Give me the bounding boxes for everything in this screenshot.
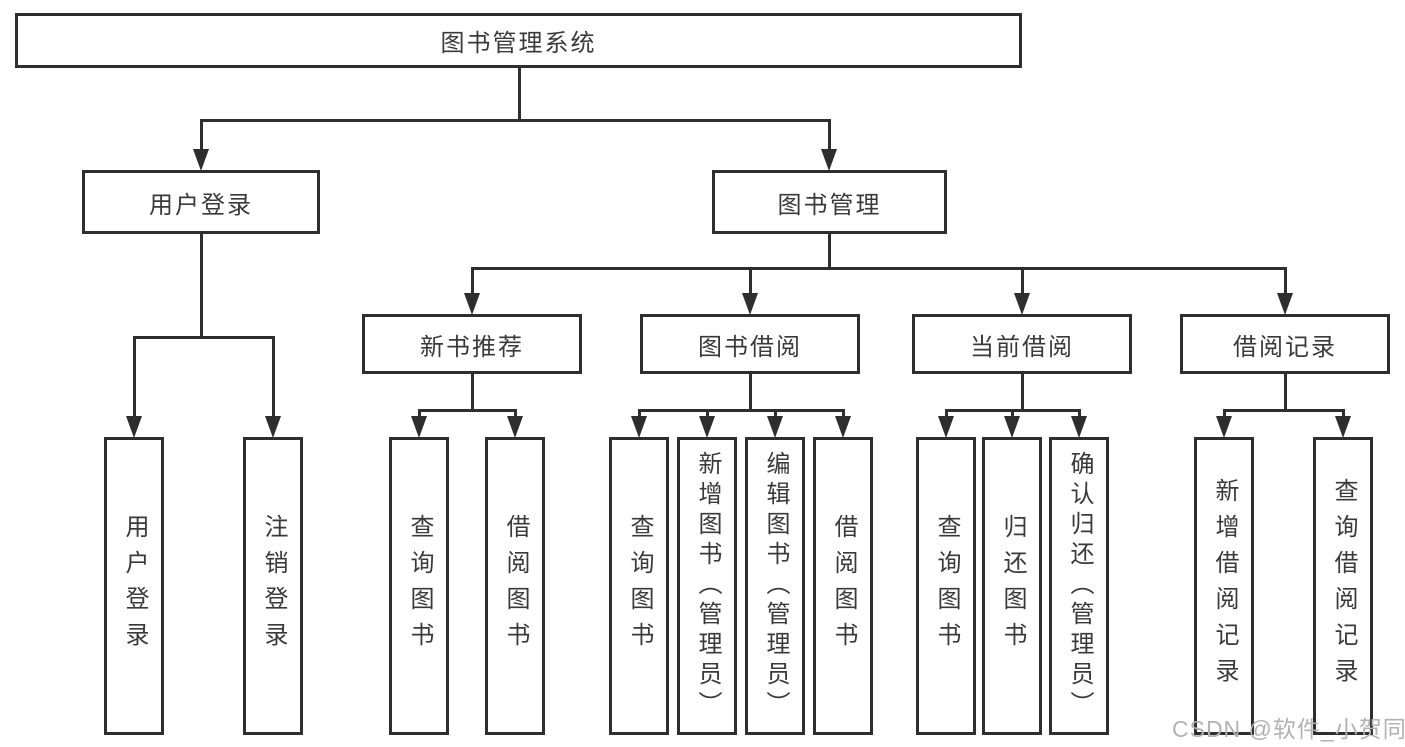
connector-line: [471, 372, 474, 411]
connector-line: [200, 232, 203, 338]
node-label: 借阅图书: [502, 514, 529, 658]
connector-line: [706, 409, 709, 418]
node-book-management-module: 图书管理: [712, 170, 947, 234]
arrow-down-icon: [193, 149, 209, 171]
connector-line: [774, 409, 777, 418]
arrow-down-icon: [835, 416, 851, 438]
arrow-down-icon: [265, 416, 281, 438]
node-new-book-recommendation: 新书推荐: [362, 314, 582, 374]
node-label: 编辑图书（管理员）: [762, 451, 789, 721]
node-query-books: 查询图书: [609, 437, 669, 735]
connector-line: [1011, 409, 1014, 418]
node-book-borrowing: 图书借阅: [640, 314, 860, 374]
node-user-login: 用户登录: [104, 437, 164, 735]
connector-line: [945, 409, 948, 418]
connector-line: [638, 409, 641, 418]
connector-line: [1223, 409, 1226, 418]
connector-line: [471, 267, 474, 296]
arrow-down-icon: [507, 416, 523, 438]
node-user-login-module: 用户登录: [82, 170, 320, 234]
node-query-borrowing-record: 查询借阅记录: [1313, 437, 1373, 735]
arrow-down-icon: [411, 416, 427, 438]
arrow-down-icon: [631, 416, 647, 438]
connector-line: [514, 409, 517, 418]
connector-line: [749, 267, 752, 296]
connector-line: [418, 409, 517, 412]
arrow-down-icon: [742, 293, 758, 315]
connector-line: [200, 119, 831, 122]
node-borrow-books: 借阅图书: [485, 437, 545, 735]
connector-line: [1078, 409, 1081, 418]
connector-line: [1284, 267, 1287, 296]
connector-line: [418, 409, 421, 418]
node-label: 归还图书: [999, 514, 1026, 658]
connector-line: [1342, 409, 1345, 418]
node-label: 新增借阅记录: [1211, 478, 1238, 694]
connector-line: [842, 409, 845, 418]
node-label: 借阅图书: [830, 514, 857, 658]
node-label: 查询借阅记录: [1330, 478, 1357, 694]
node-confirm-return-admin: 确认归还（管理员）: [1049, 437, 1109, 735]
connector-line: [638, 409, 845, 412]
arrow-down-icon: [1335, 416, 1351, 438]
arrow-down-icon: [699, 416, 715, 438]
connector-line: [1021, 267, 1024, 296]
node-borrow-books: 借阅图书: [813, 437, 873, 735]
connector-line: [749, 372, 752, 411]
connector-line: [828, 119, 831, 152]
connector-line: [1284, 372, 1287, 411]
arrow-down-icon: [1277, 293, 1293, 315]
arrow-down-icon: [1004, 416, 1020, 438]
arrow-down-icon: [1071, 416, 1087, 438]
node-edit-book-admin: 编辑图书（管理员）: [745, 437, 805, 735]
node-query-books: 查询图书: [916, 437, 976, 735]
node-add-borrowing-record: 新增借阅记录: [1194, 437, 1254, 735]
node-label: 查询图书: [933, 514, 960, 658]
node-borrowing-records: 借阅记录: [1180, 314, 1390, 374]
connector-line: [1021, 372, 1024, 411]
connector-line: [272, 336, 275, 418]
arrow-down-icon: [938, 416, 954, 438]
node-label: 查询图书: [626, 514, 653, 658]
node-label: 确认归还（管理员）: [1066, 451, 1093, 721]
arrow-down-icon: [1014, 293, 1030, 315]
node-label: 查询图书: [406, 514, 433, 658]
connector-line: [200, 119, 203, 152]
connector-line: [828, 232, 831, 269]
node-label: 注销登录: [260, 514, 287, 658]
connector-line: [133, 336, 136, 418]
node-library-management-system: 图书管理系统: [15, 13, 1022, 68]
node-current-borrowing: 当前借阅: [912, 314, 1132, 374]
node-label: 新增图书（管理员）: [694, 451, 721, 721]
connector-line: [518, 66, 521, 121]
connector-line: [471, 267, 1287, 270]
arrow-down-icon: [821, 149, 837, 171]
node-query-books: 查询图书: [389, 437, 449, 735]
node-add-book-admin: 新增图书（管理员）: [677, 437, 737, 735]
node-logout: 注销登录: [243, 437, 303, 735]
node-return-books: 归还图书: [982, 437, 1042, 735]
csdn-watermark: CSDN @软件_小贺同学: [1172, 716, 1405, 742]
arrow-down-icon: [126, 416, 142, 438]
node-label: 用户登录: [121, 514, 148, 658]
connector-line: [1223, 409, 1345, 412]
connector-line: [133, 336, 275, 339]
arrow-down-icon: [767, 416, 783, 438]
arrow-down-icon: [1216, 416, 1232, 438]
arrow-down-icon: [464, 293, 480, 315]
